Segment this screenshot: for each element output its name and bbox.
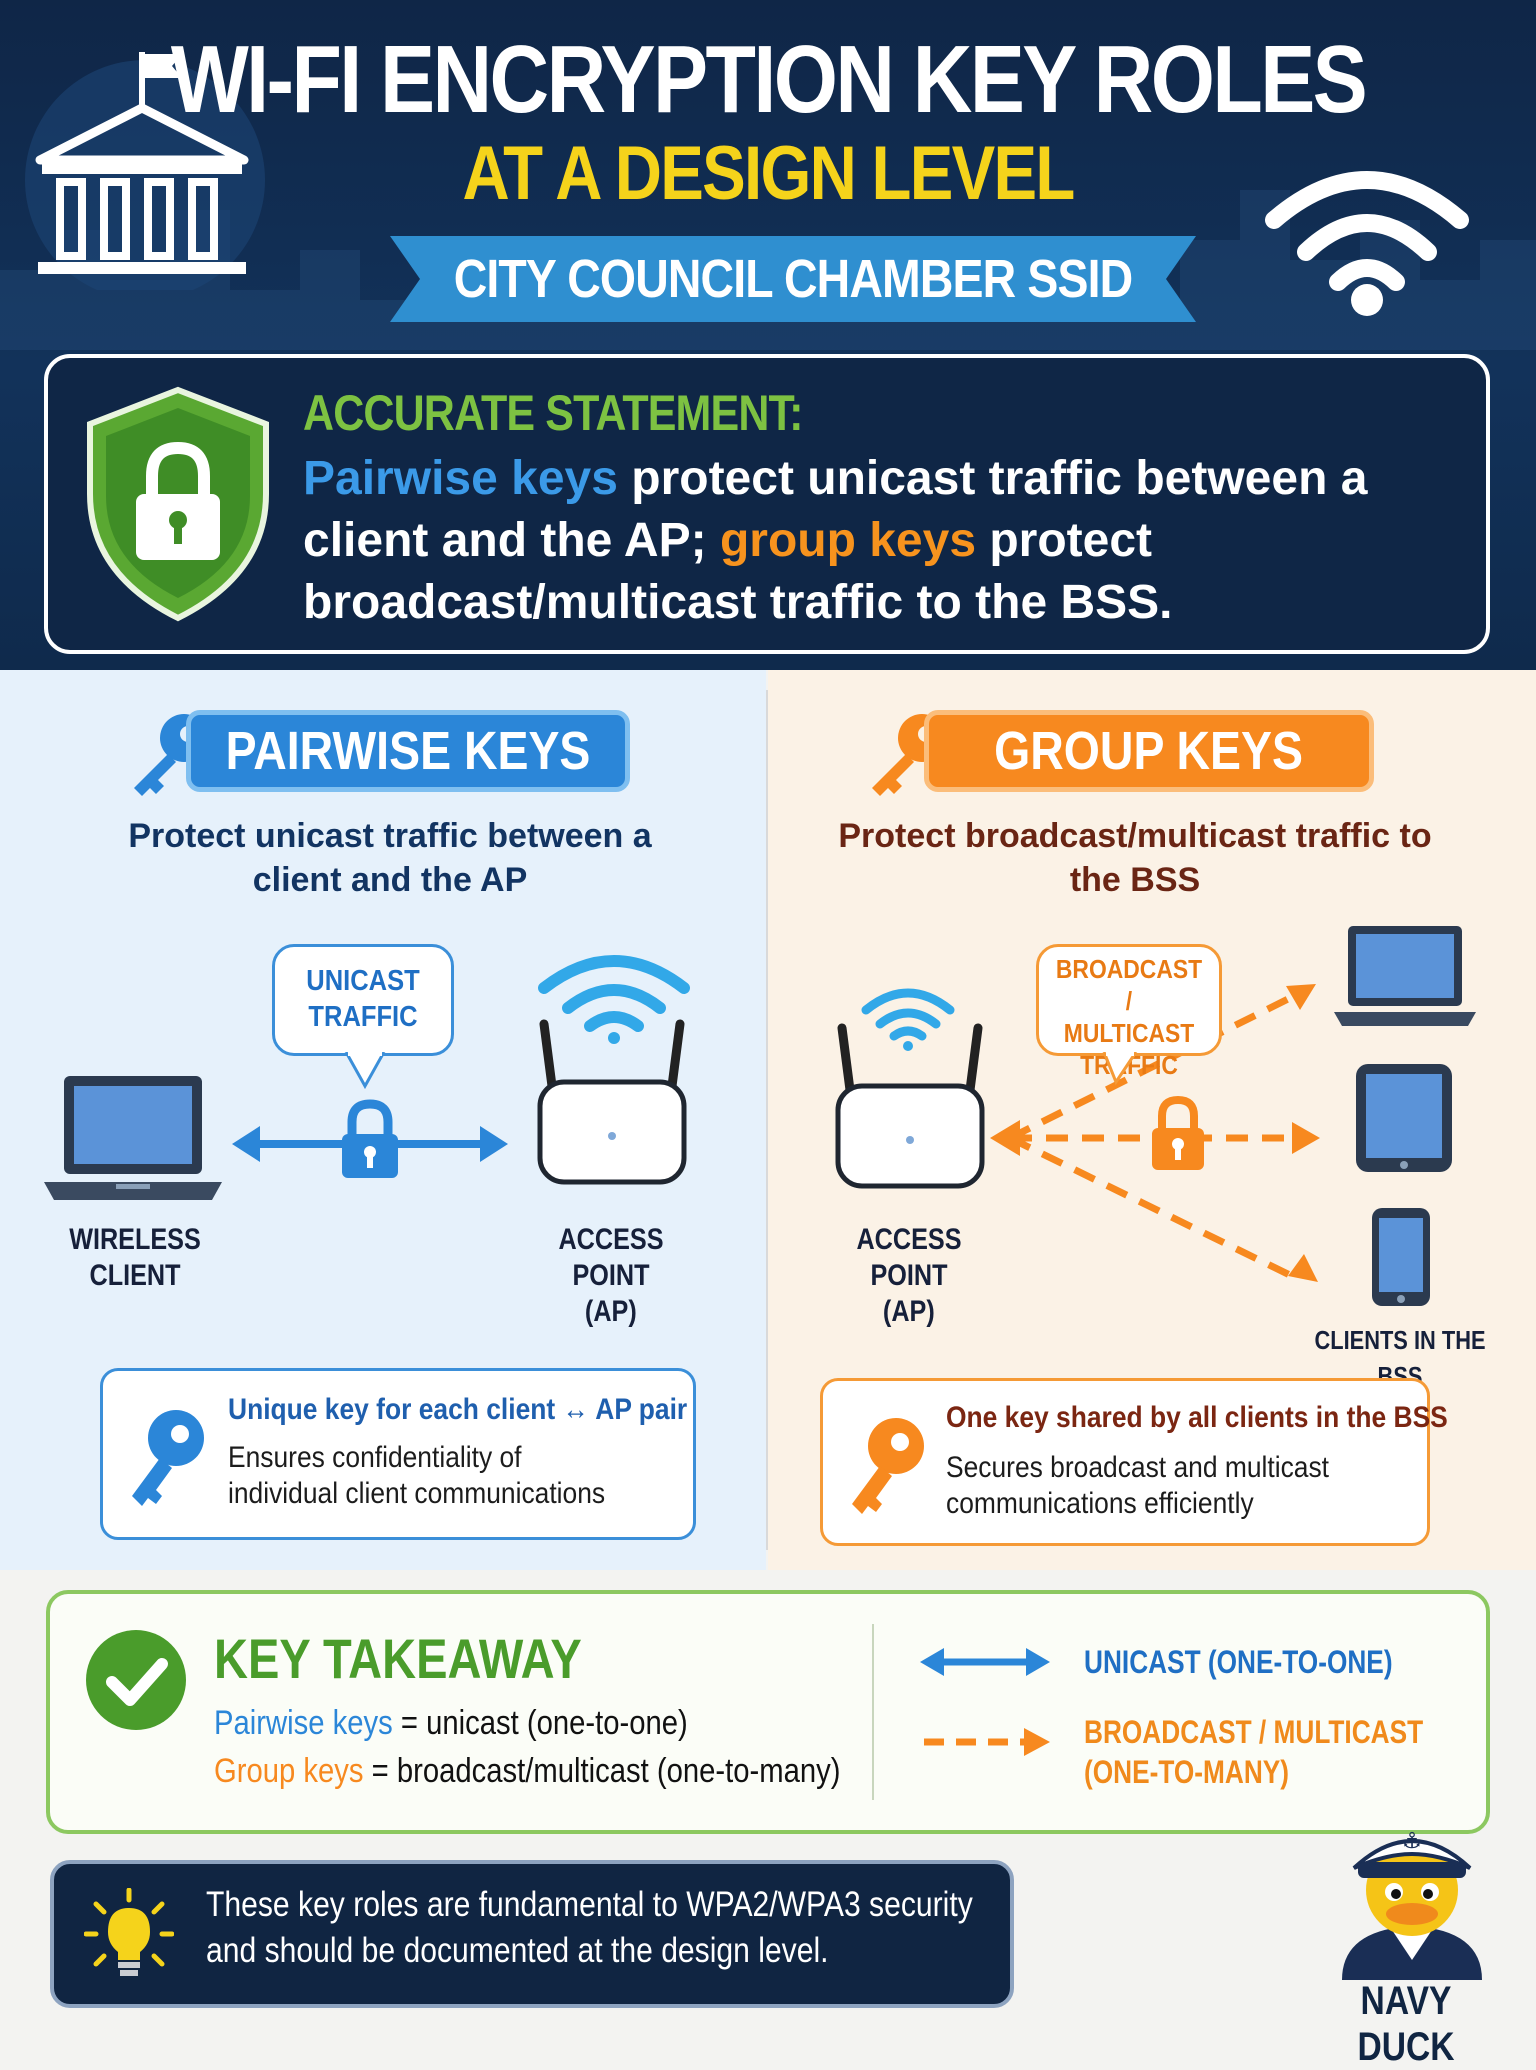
- ssid-label: CITY COUNCIL CHAMBER SSID: [453, 249, 1133, 309]
- main-title: WI-FI ENCRYPTION KEY ROLES: [170, 26, 1368, 133]
- wifi-icon: [861, 988, 955, 1051]
- statement-label: ACCURATE STATEMENT:: [303, 385, 803, 441]
- pairwise-subtitle: Protect unicast traffic between a client…: [128, 817, 652, 899]
- wireless-client-label: WIRELESS CLIENT: [69, 1223, 201, 1292]
- group-subtitle: Protect broadcast/multicast traffic to t…: [838, 817, 1432, 899]
- government-building-icon: [25, 52, 265, 290]
- pairwise-keys-title: PAIRWISE KEYS: [186, 710, 630, 792]
- group-keys-title: GROUP KEYS: [924, 710, 1374, 792]
- legend-unicast-label: UNICAST (ONE-TO-ONE): [1084, 1644, 1393, 1680]
- panel-divider: [766, 690, 768, 1550]
- takeaway-group-line: Group keys = broadcast/multicast (one-to…: [214, 1752, 841, 1790]
- statement-text-a: protect unicast traffic between a client…: [303, 452, 1368, 567]
- ssid-ribbon-shape: [390, 236, 1196, 322]
- footer-note-box: [50, 1860, 1014, 2008]
- statement-text-b: protect broadcast/multicast traffic to t…: [303, 514, 1173, 629]
- pairwise-info-headline: Unique key for each client ↔ AP pair: [228, 1393, 688, 1426]
- legend-broadcast-label: BROADCAST / MULTICAST(ONE-TO-MANY): [1084, 1714, 1424, 1790]
- group-info-headline: One key shared by all clients in the BSS: [946, 1401, 1448, 1434]
- mascot-name: NAVY DUCK: [1357, 1979, 1455, 2069]
- access-point-label: ACCESS POINT(AP): [558, 1223, 664, 1328]
- statement-text: Pairwise keys protect unicast traffic be…: [303, 448, 1463, 634]
- key-icon: [852, 1418, 924, 1514]
- broadcast-traffic-bubble: BROADCAST /MULTICASTTRAFFIC: [1036, 944, 1222, 1080]
- router-icon: [835, 1023, 985, 1189]
- svg-text:⚓: ⚓: [1402, 1828, 1422, 1853]
- laptop-icon: [1334, 926, 1476, 1026]
- accurate-statement-box: [44, 354, 1490, 654]
- lightbulb-icon: [84, 1888, 174, 1976]
- phone-icon: [1372, 1208, 1430, 1306]
- group-info-box: [820, 1378, 1430, 1546]
- tablet-icon: [1356, 1064, 1452, 1172]
- statement-kw-pairwise: Pairwise keys: [303, 452, 618, 505]
- laptop-icon: [44, 1076, 222, 1200]
- access-point-label: ACCESS POINT(AP): [856, 1223, 962, 1328]
- broadcast-legend-arrow-icon: [924, 1728, 1050, 1756]
- wifi-icon: [538, 955, 690, 1044]
- duck-mascot: ⚓: [1342, 1828, 1482, 1980]
- main-subtitle: AT A DESIGN LEVEL: [462, 131, 1075, 216]
- unicast-legend-arrow-icon: [920, 1648, 1050, 1676]
- bubble-pointer: [344, 1052, 386, 1090]
- takeaway-title: KEY TAKEAWAY: [214, 1627, 582, 1690]
- takeaway-pairwise-line: Pairwise keys = unicast (one-to-one): [214, 1704, 688, 1742]
- wifi-icon: [1265, 171, 1469, 316]
- footer-note-text: These key roles are fundamental to WPA2/…: [206, 1885, 973, 1970]
- padlock-icon: [1152, 1095, 1204, 1170]
- router-icon: [537, 1019, 687, 1185]
- key-icon: [132, 1410, 204, 1506]
- takeaway-divider: [872, 1624, 874, 1800]
- bubble-pointer: [1102, 1052, 1138, 1086]
- key-takeaway-box: [46, 1590, 1490, 1834]
- statement-kw-group: group keys: [719, 514, 977, 567]
- checkmark-icon: [86, 1630, 186, 1730]
- pairwise-info-box: [100, 1368, 696, 1540]
- shield-lock-icon: [87, 386, 269, 622]
- padlock-icon: [342, 1099, 398, 1178]
